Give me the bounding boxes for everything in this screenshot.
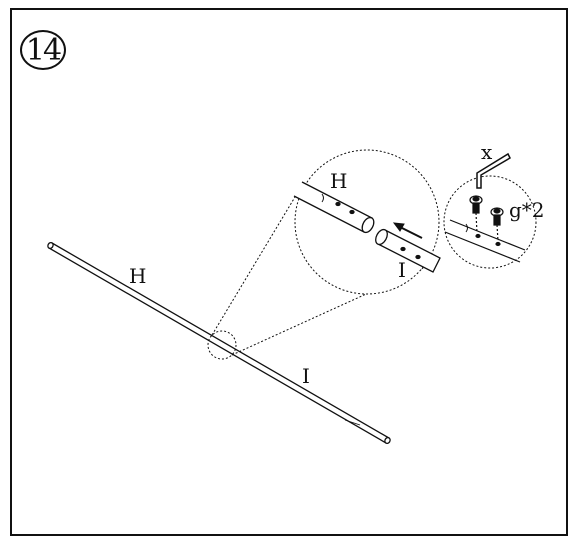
step-number: 14 <box>25 32 62 68</box>
tool-label: x <box>481 140 493 164</box>
screw-icon <box>490 207 504 242</box>
screw-count-label: g*2 <box>509 198 545 222</box>
tube-i-detail <box>375 228 441 273</box>
part-label-i: I <box>302 364 310 388</box>
step-number-badge: 14 <box>20 30 66 70</box>
joint-highlight-circle <box>207 330 237 360</box>
hardware-detail-circle <box>443 175 537 269</box>
detail-label-h: H <box>330 169 348 193</box>
detail-label-i: I <box>398 258 406 282</box>
hardware-tube <box>444 219 526 263</box>
allen-key-icon <box>476 152 511 189</box>
part-label-h: H <box>129 264 147 288</box>
tube-h-detail <box>293 181 375 234</box>
insert-direction-arrow-icon <box>392 222 423 239</box>
main-pole <box>47 241 391 445</box>
screw-icon <box>469 195 483 234</box>
